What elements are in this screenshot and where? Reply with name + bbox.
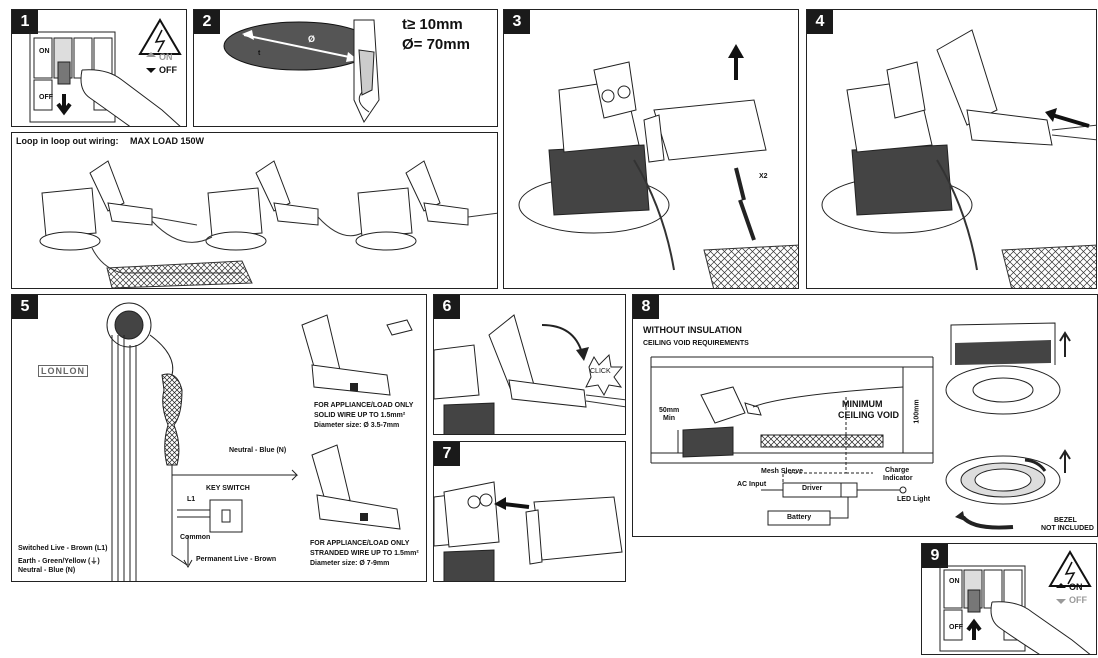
step-number: 3: [504, 10, 530, 34]
charge-label: Charge: [885, 467, 910, 474]
loop-title: Loop in loop out wiring:: [16, 136, 119, 146]
void-100mm: 100mm: [913, 399, 921, 424]
t-mark: t: [258, 50, 261, 57]
key-switch-label: KEY SWITCH: [206, 485, 250, 492]
cutout-illustration: [223, 19, 380, 124]
switch-off-label: OFF: [949, 624, 963, 631]
bezel-not-included: NOT INCLUDED: [1041, 525, 1094, 532]
panel-2: 2 Ø t t≥ 10mm Ø= 70mm: [193, 9, 498, 127]
click-burst: CLICK: [590, 368, 611, 375]
panel-4: 4: [806, 9, 1097, 289]
neutral-label: Neutral - Blue (N): [18, 567, 76, 574]
led-light-label: LED Light: [897, 496, 931, 503]
step-number: 5: [12, 295, 38, 319]
mesh-sleeve-label: Mesh Sleeve: [761, 468, 804, 475]
min-label: Min: [663, 415, 676, 422]
step-number: 8: [633, 295, 659, 319]
step-number: 1: [12, 10, 38, 34]
step-number: 6: [434, 295, 460, 319]
ceiling-void-illustration: [650, 322, 1071, 530]
driver-removal-illustration: [518, 44, 798, 288]
panel-7: 7: [433, 441, 626, 582]
diameter-mark: Ø: [308, 34, 316, 44]
common-label: Common: [180, 534, 211, 541]
earth-label: Earth - Green/Yellow (⏚): [18, 558, 100, 565]
driver-label: Driver: [802, 485, 823, 492]
brand-logo: LONLON: [38, 365, 88, 377]
stranded-wire-line2: STRANDED WIRE UP TO 1.5mm²: [310, 550, 419, 557]
on-label: ON: [159, 52, 173, 62]
min-50mm: 50mm: [659, 407, 680, 414]
ac-input-label: AC Input: [737, 481, 767, 488]
solid-wire-line3: Diameter size: Ø 3.5-7mm: [314, 422, 400, 429]
panel-9: 9 ON OFF ON OFF: [921, 543, 1097, 655]
stranded-wire-line3: Diameter size: Ø 7-9mm: [310, 560, 390, 567]
panel-5: 5 LONLON FOR APPLIANCE/LOAD ONLY SOLID W…: [11, 294, 427, 582]
panel-1: 1 ON OFF ON OFF: [11, 9, 187, 127]
max-load: MAX LOAD 150W: [130, 136, 205, 146]
l1-label: L1: [187, 496, 196, 503]
permanent-live-label: Permanent Live - Brown: [196, 556, 277, 563]
breaker-illustration: [29, 18, 182, 126]
solid-wire-line1: FOR APPLIANCE/LOAD ONLY: [314, 402, 414, 409]
bezel-label: BEZEL: [1054, 517, 1077, 524]
on-label: ON: [1069, 582, 1083, 592]
clip-close-illustration: [434, 314, 625, 434]
battery-label: Battery: [787, 514, 812, 521]
without-insulation: WITHOUT INSULATION: [643, 325, 742, 335]
step-number: 7: [434, 442, 460, 466]
minimum-label: MINIMUM: [842, 399, 883, 409]
neutral-wire-label: Neutral - Blue (N): [229, 447, 287, 454]
panel-3: 3 X2: [503, 9, 799, 289]
panel-6: 6 CLICK: [433, 294, 626, 435]
indicator-label: Indicator: [883, 475, 913, 482]
step-number: 9: [922, 544, 948, 568]
thickness-spec: t≥ 10mm: [402, 16, 463, 33]
step-number: 4: [807, 10, 833, 34]
switch-off-label: OFF: [39, 94, 53, 101]
breaker-on-illustration: [939, 550, 1092, 654]
solid-wire-line2: SOLID WIRE UP TO 1.5mm²: [314, 412, 406, 419]
key-switch-wiring-diagram: [106, 302, 413, 581]
x2-label: X2: [759, 173, 768, 180]
driver-refit-illustration: [434, 481, 623, 581]
off-label: OFF: [1069, 595, 1087, 605]
stranded-wire-line1: FOR APPLIANCE/LOAD ONLY: [310, 540, 410, 547]
ceiling-void-req: CEILING VOID REQUIREMENTS: [643, 340, 749, 347]
switch-on-label: ON: [39, 48, 50, 55]
diameter-spec: Ø= 70mm: [402, 36, 470, 53]
step-number: 2: [194, 10, 220, 34]
off-label: OFF: [159, 65, 177, 75]
panel-8: 8 WITHOUT INSULATION CEILING VOID REQUIR…: [632, 294, 1098, 537]
loop-wiring-illustration: [39, 160, 497, 288]
panel-loop-wiring: Loop in loop out wiring: MAX LOAD 150W: [11, 132, 498, 289]
switched-live-label: Switched Live - Brown (L1): [18, 545, 108, 552]
switch-on-label: ON: [949, 578, 960, 585]
wire-insertion-illustration: [821, 29, 1096, 288]
ceiling-void-label: CEILING VOID: [838, 410, 900, 420]
